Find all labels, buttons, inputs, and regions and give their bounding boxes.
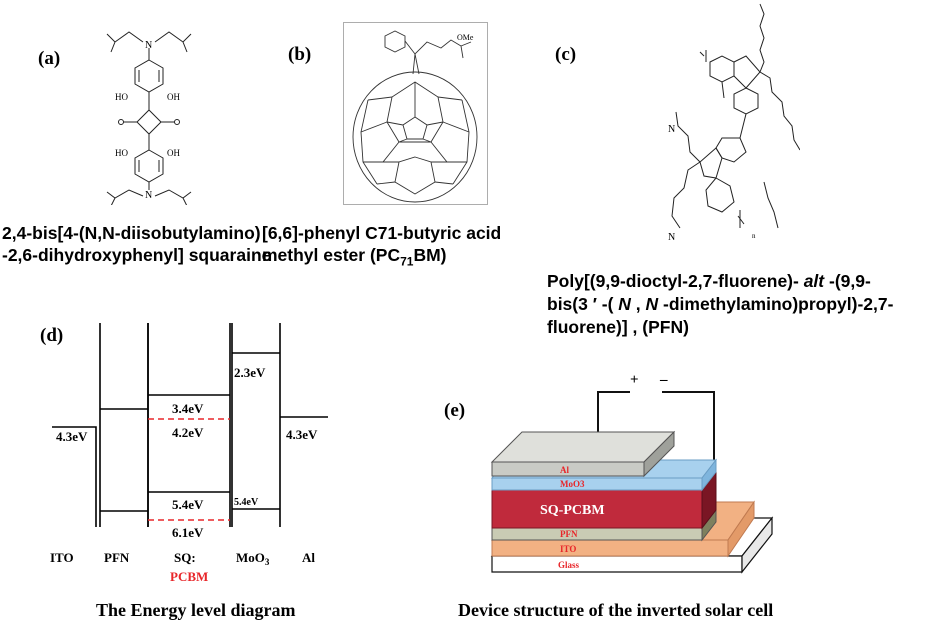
pcbm-xlabel: PCBM [170, 569, 208, 584]
atom-oh-right-top: OH [167, 92, 180, 102]
moo3-layer-side [701, 458, 717, 492]
ito-xlabel: ITO [50, 550, 74, 565]
al-xlabel: Al [302, 550, 315, 565]
panel-b-label: (b) [288, 44, 312, 65]
panel-b-caption-line1: [6,6]-phenyl C71-butyric acid [262, 223, 502, 243]
squaraine-structure: N N HO OH HO OH [106, 31, 192, 205]
atom-oh-left-bottom: HO [115, 148, 128, 158]
minus-terminal: – [659, 372, 668, 388]
atom-n-repeat: n [752, 232, 756, 240]
ito-level-line [52, 426, 97, 527]
pfn-layer-label: PFN [560, 529, 578, 539]
moo3-bottom-value: 5.4eV [234, 497, 259, 508]
panel-a-caption-line1: 2,4-bis[4-(N,N-diisobutylamino) [2, 223, 261, 243]
sq-band-edges [147, 323, 231, 527]
panel-d-label: (d) [40, 325, 64, 346]
glass-layer-side [741, 516, 773, 574]
panel-c-caption-line3: fluorene)] , (PFN) [547, 317, 689, 337]
panel-a-label: (a) [38, 48, 61, 69]
moo3-band-edges [231, 323, 281, 527]
glass-layer-label: Glass [558, 560, 580, 570]
ito-level-value: 4.3eV [56, 429, 88, 444]
atom-ome: OMe [457, 33, 474, 42]
atom-oh-right-bottom: OH [167, 148, 180, 158]
sq-lumo-value: 3.4eV [172, 401, 204, 416]
pcbm-homo-value: 6.1eV [172, 525, 204, 540]
pfn-structure: N N n [668, 3, 800, 243]
al-layer-label: Al [560, 465, 569, 475]
energy-level-diagram: 4.3eV 3.4eV 4.2eV 5.4eV 6.1eV 2.3eV 4.3e… [50, 323, 328, 584]
pfn-xlabel: PFN [104, 550, 130, 565]
al-layer-top [490, 431, 676, 463]
panel-e-caption: Device structure of the inverted solar c… [458, 600, 774, 620]
moo3-layer-front [491, 477, 703, 491]
pfn-band-edges [99, 323, 149, 527]
al-layer-side [643, 430, 675, 478]
device-structure-diagram: + – Al MoO3 PFN ITO Glass SQ-PCBM [490, 372, 774, 574]
glass-layer-front [491, 555, 743, 573]
moo3-layer-label: MoO3 [560, 479, 585, 489]
panel-c-caption-line1: Poly[(9,9-dioctyl-2,7-fluorene)- alt -(9… [547, 271, 871, 291]
atom-n-lower: N [668, 232, 675, 243]
moo3-levels [232, 352, 280, 510]
pc71bm-structure: OMe [343, 22, 488, 205]
plus-terminal: + [630, 372, 639, 388]
panel-d-caption: The Energy level diagram [96, 600, 296, 620]
panel-a-caption-line2: -2,6-dihydroxyphenyl] squaraine [2, 245, 272, 265]
positive-wire [597, 391, 630, 434]
atom-oh-left-top: HO [115, 92, 128, 102]
pcbm-lumo-value: 4.2eV [172, 425, 204, 440]
atom-n-upper: N [668, 124, 675, 135]
moo3-xlabel: MoO3 [236, 550, 270, 567]
al-level-value: 4.3eV [286, 427, 318, 442]
panel-c-caption-line2: bis(3 ′ -( N , N -dimethylamino)propyl)-… [547, 294, 894, 314]
ito-layer-side [727, 500, 755, 558]
ito-layer-label: ITO [560, 544, 576, 554]
sq-pcbm-layer-label: SQ-PCBM [540, 503, 605, 518]
sq-homo-value: 5.4eV [172, 497, 204, 512]
moo3-top-value: 2.3eV [234, 365, 266, 380]
sq-xlabel: SQ: [174, 550, 196, 565]
panel-b-caption-line2: methyl ester (PC71BM) [262, 245, 447, 269]
ito-layer-front [491, 539, 729, 557]
atom-n-top: N [145, 40, 152, 51]
panel-c-label: (c) [555, 44, 577, 65]
pfn-levels [100, 408, 148, 512]
pfn-layer-front [491, 527, 703, 541]
atom-n-bottom: N [145, 190, 152, 201]
panel-e-label: (e) [444, 400, 466, 421]
